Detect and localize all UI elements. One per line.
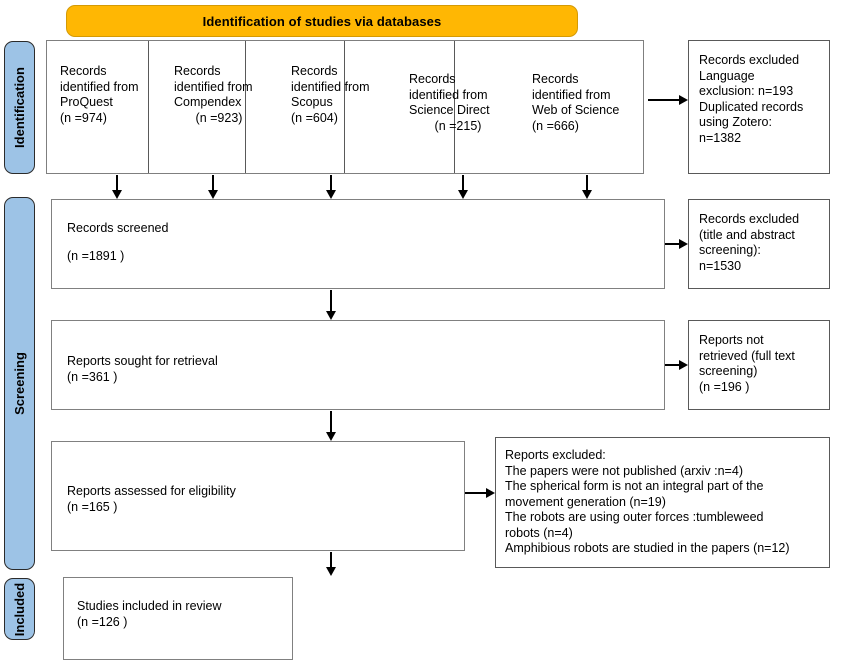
box-records-excluded-title-abstract: Records excluded (title and abstract scr… [688,199,830,289]
stage-tab-identification-label: Identification [12,67,28,148]
box-reports-excluded: Reports excluded: The papers were not pu… [495,437,830,568]
reports-sought-count: (n =361 ) [67,370,118,384]
divider [344,41,345,173]
connector-line [330,290,332,315]
connector-line [116,175,118,197]
arrow-down-icon [326,311,336,320]
source-line-2: identified from [291,79,370,94]
divider [148,41,149,173]
identification-sources-row [46,40,644,174]
source-line-1: Records [532,72,579,86]
box-records-screened: Records screened (n =1891 ) [51,199,665,289]
reports-not-retrieved-text: Reports not retrieved (full text screeni… [699,333,795,394]
connector-line [665,243,679,245]
stage-tab-screening: Screening [4,197,35,570]
arrow-down-icon [582,190,592,199]
source-line-2: identified from [409,87,488,102]
source-line-2: identified from [532,87,611,102]
source-line-3: Science Direct [409,103,490,117]
arrow-down-icon [458,190,468,199]
source-count: (n =215) [434,118,482,133]
arrow-right-icon [486,488,495,498]
divider [245,41,246,173]
banner-identification-via-databases: Identification of studies via databases [66,5,578,37]
studies-included-label: Studies included in review [77,599,222,613]
box-reports-assessed-for-eligibility: Reports assessed for eligibility (n =165… [51,441,465,551]
arrow-down-icon [326,190,336,199]
arrow-right-icon [679,239,688,249]
reports-sought-label: Reports sought for retrieval [67,354,218,368]
records-screened-label: Records screened [67,221,169,235]
divider [454,41,455,173]
connector-line [586,175,588,197]
records-screened-excluded-text: Records excluded (title and abstract scr… [699,212,800,273]
source-line-1: Records [60,64,107,78]
reports-excluded-text: Reports excluded: The papers were not pu… [505,448,790,555]
stage-tab-identification: Identification [4,41,35,174]
records-screened-count: (n =1891 ) [67,249,125,263]
source-count: (n =923) [195,110,243,125]
reports-assessed-label: Reports assessed for eligibility [67,484,236,498]
box-identification-records-excluded: Records excluded Language exclusion: n=1… [688,40,830,174]
connector-line [330,411,332,436]
arrow-down-icon [208,190,218,199]
box-studies-included-in-review: Studies included in review (n =126 ) [63,577,293,660]
source-line-3: ProQuest [60,95,113,109]
source-box-compendex: Records identified from Compendex (n =92… [174,64,264,134]
connector-line [330,175,332,197]
connector-line [465,492,486,494]
stage-tab-included-label: Included [12,582,28,636]
arrow-right-icon [679,95,688,105]
arrow-down-icon [326,432,336,441]
connector-line [330,552,332,571]
stage-tab-screening-label: Screening [12,352,28,415]
source-line-2: identified from [174,79,253,94]
arrow-right-icon [679,360,688,370]
connector-line [648,99,679,101]
reports-assessed-count: (n =165 ) [67,500,118,514]
source-box-proquest: Records identified from ProQuest (n =974… [60,64,152,134]
identification-excluded-text: Records excluded Language exclusion: n=1… [699,53,804,145]
source-count: (n =666) [532,118,579,133]
connector-line [212,175,214,197]
source-line-2: identified from [60,79,139,94]
studies-included-count: (n =126 ) [77,615,128,629]
source-line-3: Scopus [291,95,333,109]
box-reports-not-retrieved: Reports not retrieved (full text screeni… [688,320,830,410]
source-box-web-of-science: Records identified from Web of Science (… [532,72,634,142]
source-box-science-direct: Records identified from Science Direct (… [409,72,507,142]
banner-label: Identification of studies via databases [202,13,442,29]
source-line-3: Compendex [174,95,242,109]
arrow-down-icon [326,567,336,576]
connector-line [665,364,679,366]
source-count: (n =604) [291,110,338,125]
arrow-down-icon [112,190,122,199]
source-line-1: Records [174,64,221,78]
source-line-1: Records [409,72,456,86]
box-reports-sought-for-retrieval: Reports sought for retrieval (n =361 ) [51,320,665,410]
source-box-scopus: Records identified from Scopus (n =604) [291,64,381,134]
source-line-1: Records [291,64,338,78]
stage-tab-included: Included [4,578,35,640]
source-count: (n =974) [60,110,107,125]
source-line-3: Web of Science [532,103,620,117]
connector-line [462,175,464,197]
